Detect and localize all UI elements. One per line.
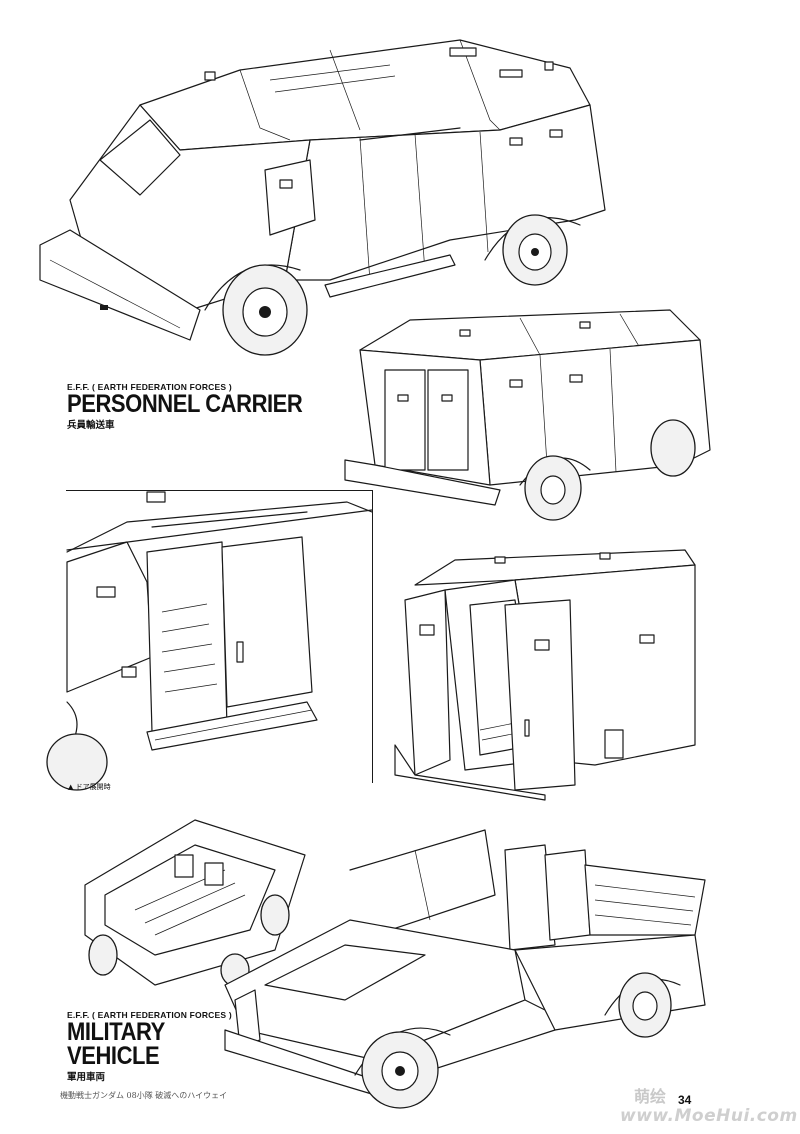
military-vehicle-title-line1: MILITARY [67, 1018, 165, 1046]
military-vehicle-title-line2: VEHICLE [67, 1042, 160, 1070]
personnel-carrier-rear-illustration [340, 300, 725, 525]
door-closeup-frame [66, 490, 373, 783]
personnel-carrier-subtitle: 兵員輸送車 [67, 420, 115, 431]
book-title: 機動戦士ガンダム 08小隊 破滅へのハイウェイ [60, 1091, 228, 1100]
page-number: 34 [678, 1093, 692, 1107]
personnel-carrier-front-illustration [30, 10, 620, 360]
military-vehicle-caption: E.F.F. ( EARTH FEDERATION FORCES ) MILIT… [67, 1010, 232, 1083]
personnel-carrier-org-full: ( EARTH FEDERATION FORCES ) [92, 382, 232, 392]
personnel-carrier-caption: E.F.F. ( EARTH FEDERATION FORCES ) PERSO… [67, 382, 334, 431]
military-vehicle-main-illustration [225, 825, 715, 1110]
personnel-carrier-org: E.F.F. ( EARTH FEDERATION FORCES ) [67, 382, 334, 392]
military-vehicle-org-abbr: E.F.F. [67, 1010, 90, 1020]
rear-doors-open-illustration [395, 545, 700, 805]
military-vehicle-subtitle: 軍用車両 [67, 1072, 106, 1083]
personnel-carrier-title: PERSONNEL CARRIER [67, 390, 303, 418]
personnel-carrier-org-abbr: E.F.F. [67, 382, 90, 392]
watermark-logo: 萌绘 [634, 1087, 667, 1106]
military-vehicle-top-illustration [75, 815, 320, 990]
door-open-caption: ▲ ドア展開時 [68, 783, 111, 791]
side-door-open-closeup-illustration [67, 492, 372, 782]
military-vehicle-org-full: ( EARTH FEDERATION FORCES ) [92, 1010, 232, 1020]
military-vehicle-org: E.F.F. ( EARTH FEDERATION FORCES ) [67, 1010, 232, 1020]
site-watermark: www.MoeHui.com [620, 1106, 798, 1126]
